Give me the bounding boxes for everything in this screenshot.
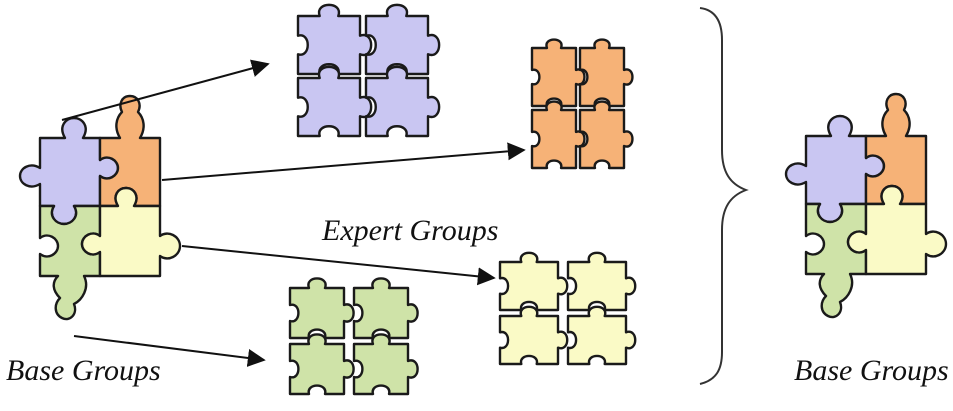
puzzle-piece-green xyxy=(38,204,102,321)
base-groups-label-right: Base Groups xyxy=(794,354,949,387)
puzzle-piece-purple xyxy=(296,65,373,138)
arrow-to-purple-group xyxy=(61,59,270,121)
base-groups-label-left: Base Groups xyxy=(6,354,161,387)
expert-group-orange xyxy=(530,38,634,170)
base-group-right xyxy=(784,92,948,319)
arrow-to-yellow-group xyxy=(181,245,496,286)
arrow-to-orange-group xyxy=(161,142,526,181)
arrow-to-green-group xyxy=(73,335,266,367)
puzzle-piece-purple xyxy=(364,3,441,76)
expert-group-green xyxy=(288,277,419,396)
puzzle-piece-yellow xyxy=(498,251,569,312)
puzzle-piece-yellow xyxy=(498,305,569,366)
base-group-left xyxy=(18,94,182,321)
puzzle-piece-green xyxy=(288,333,355,396)
puzzle-piece-orange xyxy=(578,38,634,108)
puzzle-piece-green xyxy=(288,277,355,340)
puzzle-piece-purple xyxy=(296,3,373,76)
expert-group-yellow xyxy=(498,251,637,366)
puzzle-piece-orange xyxy=(578,100,634,170)
curly-brace xyxy=(699,7,749,385)
puzzle-piece-orange xyxy=(530,38,586,108)
puzzle-piece-green xyxy=(352,277,419,340)
puzzle-piece-yellow xyxy=(846,184,948,276)
puzzle-piece-purple xyxy=(364,65,441,138)
puzzle-piece-yellow xyxy=(80,186,182,278)
puzzle-piece-green xyxy=(352,333,419,396)
puzzle-piece-yellow xyxy=(566,251,637,312)
puzzle-piece-yellow xyxy=(566,305,637,366)
puzzle-piece-orange xyxy=(530,100,586,170)
expert-group-purple xyxy=(296,3,441,138)
expert-groups-label: Expert Groups xyxy=(321,214,498,247)
puzzle-piece-green xyxy=(804,202,868,319)
